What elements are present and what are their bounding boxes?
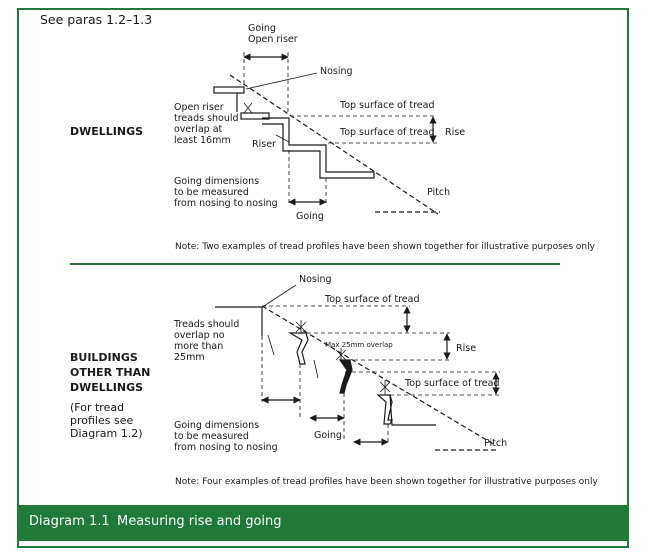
see-paras-reference: See paras 1.2–1.3 [40,12,153,27]
label-pitch-2: Pitch [484,438,508,449]
subheading-tread-profiles: (For tread profiles see Diagram 1.2) [70,401,143,440]
landing-edge [215,306,263,336]
label-treads-overlap: Treads should overlap no more than 25mm [174,319,240,363]
label-rise-2: Rise [456,343,477,354]
label-rise-1: Rise [445,127,466,138]
label-going-dims-2: Going dimensions to be measured from nos… [174,420,278,453]
bottom-step [389,394,436,426]
note-1: Note: Two examples of tread profiles hav… [175,242,595,252]
label-nosing-1: Nosing [320,66,353,77]
label-open-riser-note: Open riser treads should overlap at leas… [174,102,239,146]
label-top-surface-2b: Top surface of tread [405,378,500,389]
label-max-overlap: Max 25mm overlap [325,341,393,349]
open-riser-tread-2 [240,112,270,120]
label-top-surface-2a: Top surface of tread [325,294,420,305]
nosing-leader-2 [263,284,297,307]
label-going-dims-1: Going dimensions to be measured from nos… [174,176,278,209]
diagram-caption-bar: Diagram 1.1 Measuring rise and going [19,505,627,541]
pitch-line-1 [229,74,439,215]
nosing-leader-1 [245,72,318,90]
heading-buildings-other: BUILDINGS OTHER THAN DWELLINGS [70,351,151,394]
tread-profile-2 [338,359,353,394]
label-pitch-1: Pitch [427,187,451,198]
label-going-open-riser: Going Open riser [248,23,298,45]
diagram-number: Diagram 1.1 [29,514,110,529]
label-top-surface-1b: Top surface of tread [340,127,435,138]
closed-step-profile [262,117,375,179]
label-riser: Riser [252,139,276,150]
note-2: Note: Four examples of tread profiles ha… [175,477,598,487]
label-going-2: Going [314,430,342,441]
pitch-line-2 [261,305,496,446]
label-top-surface-1a: Top surface of tread [340,100,435,111]
tread-profile-1 [287,332,309,365]
section-divider [70,263,560,265]
riser-leader [275,134,290,143]
open-riser-tread-1 [213,86,245,94]
heading-dwellings: DWELLINGS [70,125,144,138]
label-nosing-2: Nosing [299,274,332,285]
diagram-frame [17,8,629,548]
label-going-1: Going [296,211,324,222]
diagram-title: Measuring rise and going [117,514,282,529]
